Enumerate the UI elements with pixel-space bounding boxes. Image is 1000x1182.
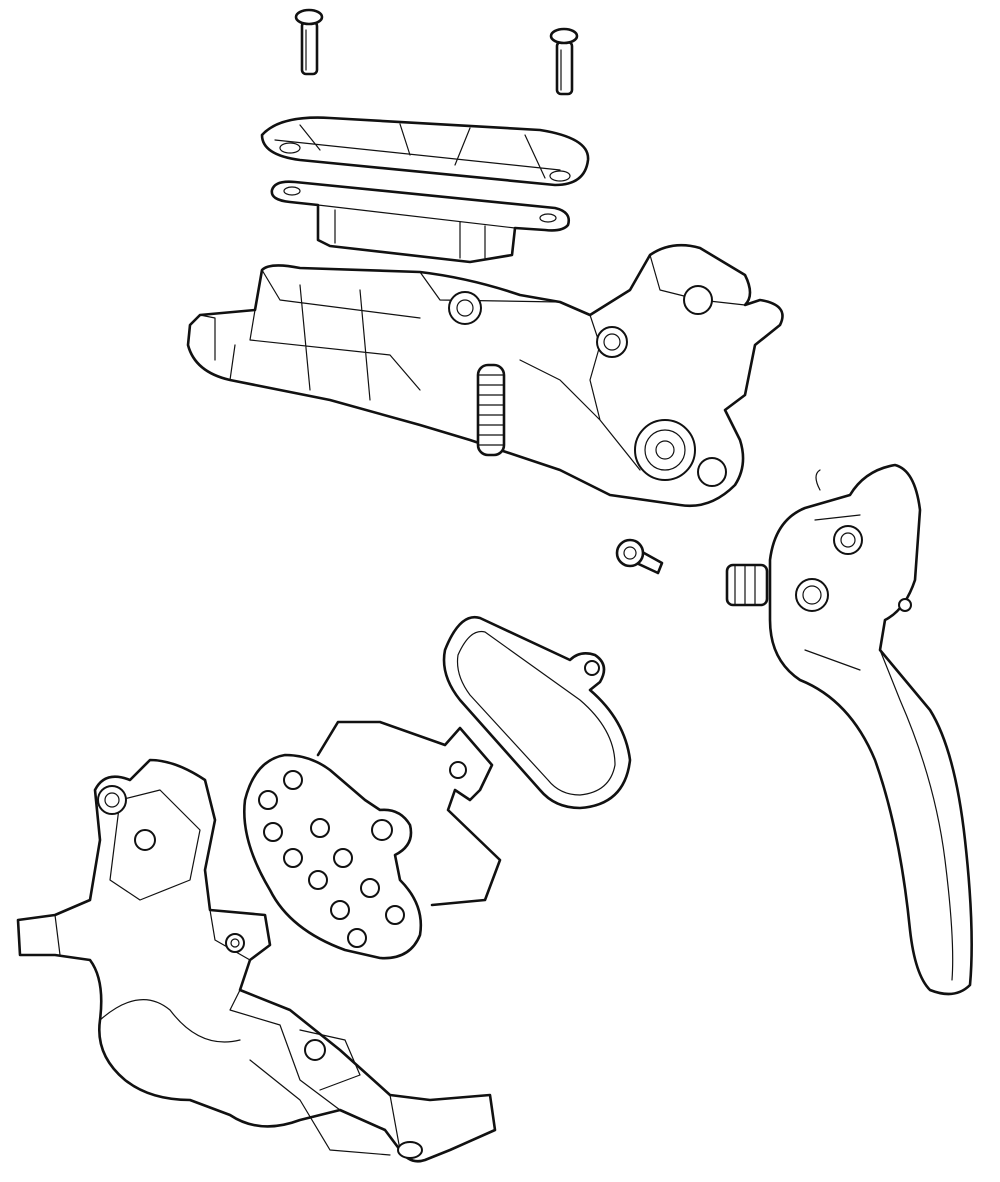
pivot-screw <box>615 538 664 575</box>
diaphragm <box>270 180 570 264</box>
pad-holes <box>258 770 405 948</box>
caliper <box>16 758 497 1163</box>
brake-pad <box>243 753 423 960</box>
adjust-knob <box>476 363 506 457</box>
pad-spring <box>316 720 502 907</box>
reservoir-cover <box>260 116 590 187</box>
bolt-right <box>549 27 579 96</box>
brake-lever <box>725 463 973 996</box>
bolt-left <box>294 8 324 76</box>
master-cylinder-body <box>186 243 784 508</box>
brake-pad-backplate <box>442 615 632 810</box>
